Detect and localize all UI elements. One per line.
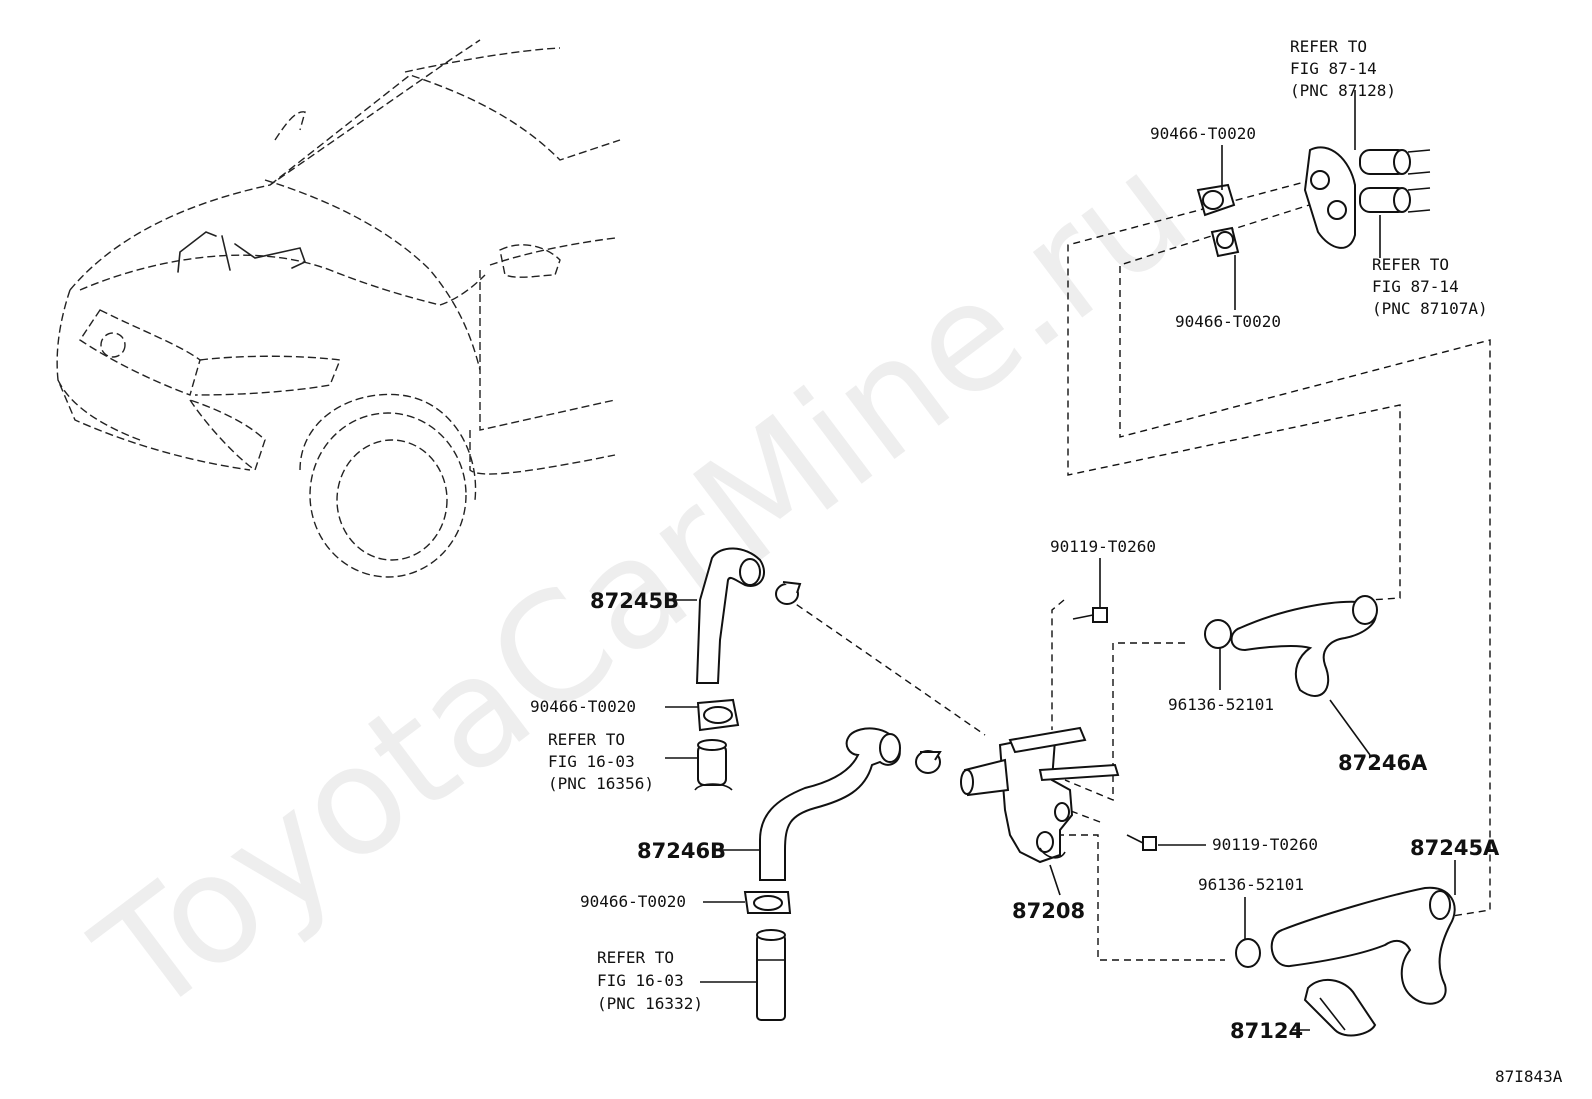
- bolt-mid-icon: [1126, 834, 1157, 851]
- label-hose-87245b: 87245B: [590, 589, 679, 613]
- refer-87128-line1: REFER TO: [1290, 37, 1367, 56]
- refer-87107a-line1: REFER TO: [1372, 255, 1449, 274]
- bolt-top-icon: [1072, 607, 1108, 623]
- clamp-top-1-icon: [1196, 183, 1236, 217]
- clamp-left-2-icon: [743, 891, 792, 914]
- label-clamp-87124: 87124: [1230, 1019, 1303, 1043]
- leader-lines: [665, 90, 1456, 1031]
- label-valve-87208: 87208: [1012, 899, 1085, 923]
- refer-16332-line1: REFER TO: [597, 948, 674, 967]
- refer-87128-note: REFER TO FIG 87-14 (PNC 87128): [1290, 37, 1396, 100]
- diagram-code: 87I843A: [1495, 1067, 1563, 1086]
- label-bolt-top: 90119-T0260: [1050, 537, 1156, 556]
- dashed-leaders: [776, 179, 1491, 961]
- label-clamp-left-1: 90466-T0020: [530, 697, 636, 716]
- refer-16332-line3: (PNC 16332): [597, 994, 703, 1013]
- refer-87128-line3: (PNC 87128): [1290, 81, 1396, 100]
- pipe-16332: [756, 929, 786, 1021]
- hose-87245b: [695, 547, 765, 684]
- refer-16356-line1: REFER TO: [548, 730, 625, 749]
- label-bolt-mid: 90119-T0260: [1212, 835, 1318, 854]
- label-hose-87245a: 87245A: [1410, 836, 1500, 860]
- label-clamp-top-1: 90466-T0020: [1150, 124, 1256, 143]
- label-clamp-left-2: 90466-T0020: [580, 892, 686, 911]
- refer-16356-line3: (PNC 16356): [548, 774, 654, 793]
- hose-87246b: [759, 727, 901, 881]
- label-clip-upper: 96136-52101: [1168, 695, 1274, 714]
- refer-87107a-line2: FIG 87-14: [1372, 277, 1459, 296]
- refer-16356-line2: FIG 16-03: [548, 752, 635, 771]
- clamp-top-2-icon: [1210, 226, 1240, 258]
- hose-87245a: [1270, 886, 1456, 1005]
- refer-16332-line2: FIG 16-03: [597, 971, 684, 990]
- heater-pipe-connector: [1303, 146, 1431, 249]
- clip-upper-icon: [1204, 619, 1232, 649]
- clamp-87246b-icon: [915, 750, 942, 774]
- clamp-87124-icon: [1303, 979, 1377, 1037]
- clamp-left-1-icon: [696, 698, 740, 732]
- label-hose-87246a: 87246A: [1338, 751, 1428, 775]
- refer-87128-line2: FIG 87-14: [1290, 59, 1377, 78]
- label-clip-lower: 96136-52101: [1198, 875, 1304, 894]
- vehicle-outline: [56, 39, 621, 578]
- hose-87246a: [1230, 595, 1378, 697]
- water-valve-87208: [960, 726, 1120, 864]
- refer-87107a-line3: (PNC 87107A): [1372, 299, 1488, 318]
- pipe-16356: [694, 739, 733, 791]
- label-clamp-top-2: 90466-T0020: [1175, 312, 1281, 331]
- refer-16356-note: REFER TO FIG 16-03 (PNC 16356): [548, 730, 654, 793]
- clamp-87245b-icon: [775, 581, 802, 605]
- label-hose-87246b: 87246B: [637, 839, 726, 863]
- clip-lower-icon: [1235, 938, 1261, 968]
- refer-16332-note: REFER TO FIG 16-03 (PNC 16332): [597, 948, 703, 1013]
- refer-87107a-note: REFER TO FIG 87-14 (PNC 87107A): [1372, 255, 1488, 318]
